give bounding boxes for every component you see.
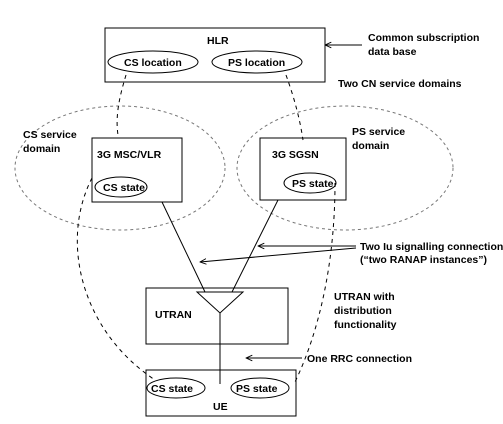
- ps-domain-label-line2: domain: [352, 140, 389, 152]
- msc-vlr-box: [91, 137, 183, 203]
- utran-dist-label-line2: distribution: [334, 305, 392, 317]
- ue-cs-state-link: [76, 177, 156, 381]
- ue-box: [145, 369, 297, 417]
- iu-cs-line: [161, 201, 206, 293]
- ue-ps-state-label: PS state: [236, 383, 278, 395]
- iu-arrow-lower: [200, 247, 357, 262]
- sgsn-box: [259, 137, 347, 201]
- ps-location-link: [285, 74, 304, 141]
- sgsn-title: 3G SGSN: [272, 149, 319, 161]
- ps-domain-label-line1: PS service: [352, 126, 405, 138]
- ue-ps-state-link: [294, 182, 336, 383]
- hlr-cs-location-label: CS location: [124, 57, 182, 69]
- iu-ps-line: [231, 199, 279, 293]
- ue-title: UE: [213, 401, 228, 413]
- hlr-title: HLR: [207, 35, 229, 47]
- ps-domain-ellipse: [236, 105, 454, 231]
- utran-title: UTRAN: [155, 309, 192, 321]
- common-db-label-line2: data base: [368, 46, 417, 58]
- cs-domain-label-line1: CS service: [23, 129, 77, 141]
- utran-dist-label-line1: UTRAN with: [334, 291, 395, 303]
- hlr-cs-location-ellipse: [107, 50, 199, 74]
- sgsn-ps-state-label: PS state: [292, 178, 334, 190]
- cs-location-link: [116, 74, 127, 136]
- hlr-ps-location-label: PS location: [228, 57, 285, 69]
- hlr-box: [104, 27, 326, 83]
- utran-distribution-triangle: [195, 291, 245, 314]
- utran-dist-label-line3: functionality: [334, 319, 397, 331]
- cs-domain-label-line2: domain: [23, 143, 60, 155]
- ue-cs-state-label: CS state: [151, 383, 193, 395]
- rrc-label: One RRC connection: [307, 353, 412, 365]
- ue-cs-state-ellipse: [146, 377, 206, 399]
- ue-ps-state-ellipse: [230, 377, 290, 399]
- hlr-ps-location-ellipse: [211, 50, 303, 74]
- sgsn-ps-state-ellipse: [283, 172, 337, 194]
- cs-domain-ellipse: [14, 105, 226, 231]
- common-db-label-line1: Common subscription: [368, 32, 479, 44]
- utran-box: [145, 287, 289, 345]
- iu-label-line1: Two Iu signalling connections: [360, 241, 503, 253]
- msc-vlr-title: 3G MSC/VLR: [97, 149, 162, 161]
- two-cn-label: Two CN service domains: [338, 78, 462, 90]
- msc-cs-state-ellipse: [94, 176, 148, 198]
- msc-cs-state-label: CS state: [103, 182, 145, 194]
- iu-label-line2: (“two RANAP instances”): [360, 254, 487, 266]
